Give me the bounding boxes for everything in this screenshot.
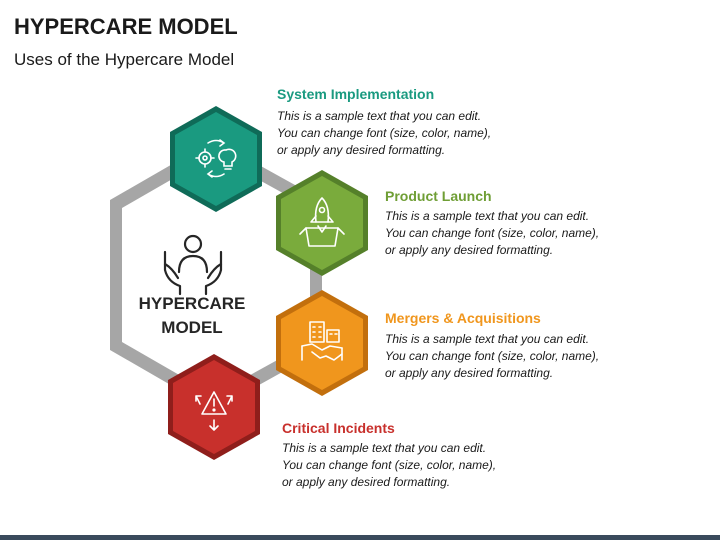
gears-lightbulb-icon [195, 139, 237, 178]
desc-line: You can change font (size, color, name), [277, 126, 492, 140]
item-title-product-launch: Product Launch [385, 188, 492, 204]
desc-line: You can change font (size, color, name), [385, 226, 600, 240]
rocket-box-icon [299, 197, 345, 247]
desc-line: or apply any desired formatting. [282, 475, 451, 489]
hex-system-implementation [170, 106, 262, 212]
desc-line: You can change font (size, color, name), [385, 349, 600, 363]
item-desc-product-launch: This is a sample text that you can edit.… [385, 208, 625, 259]
desc-line: This is a sample text that you can edit. [385, 332, 590, 346]
item-title-mergers-acquisitions: Mergers & Acquisitions [385, 310, 541, 326]
center-label-line2: MODEL [161, 318, 223, 337]
desc-line: or apply any desired formatting. [385, 243, 554, 257]
item-desc-mergers-acquisitions: This is a sample text that you can edit.… [385, 331, 625, 382]
footer-bar [0, 535, 720, 540]
warning-arrows-icon [195, 391, 233, 431]
desc-line: You can change font (size, color, name), [282, 458, 497, 472]
item-title-critical-incidents: Critical Incidents [282, 420, 395, 436]
item-desc-system-implementation: This is a sample text that you can edit.… [277, 108, 517, 159]
slide-subtitle: Uses of the Hypercare Model [14, 50, 235, 69]
person-in-hands-icon [163, 234, 223, 296]
desc-line: This is a sample text that you can edit. [282, 441, 487, 455]
item-title-system-implementation: System Implementation [277, 86, 435, 102]
center-label: HYPERCARE MODEL [130, 292, 254, 340]
desc-line: This is a sample text that you can edit. [277, 109, 482, 123]
handshake-buildings-icon [301, 321, 343, 361]
frame-hexagon-inner [122, 155, 310, 395]
hex-critical-incidents [168, 354, 260, 460]
slide-title: HYPERCARE MODEL [14, 14, 238, 39]
desc-line: This is a sample text that you can edit. [385, 209, 590, 223]
desc-line: or apply any desired formatting. [277, 143, 446, 157]
hex-mergers-acquisitions [276, 290, 368, 396]
desc-line: or apply any desired formatting. [385, 366, 554, 380]
item-desc-critical-incidents: This is a sample text that you can edit.… [282, 440, 522, 491]
center-label-line1: HYPERCARE [138, 294, 246, 313]
hex-product-launch [276, 170, 368, 276]
